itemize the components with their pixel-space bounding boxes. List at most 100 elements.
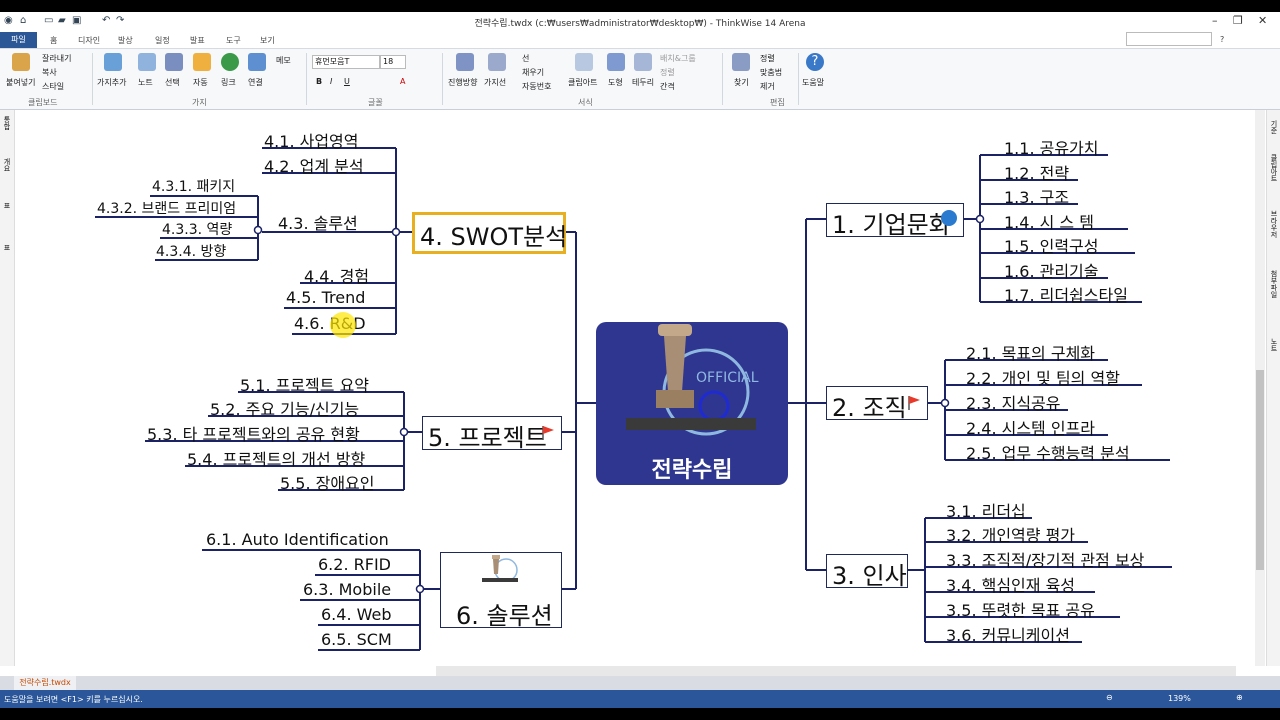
b4-item-1[interactable]: 4.1. 사업영역 bbox=[264, 132, 359, 151]
help-icon[interactable]: ? bbox=[1220, 35, 1225, 44]
document-tab[interactable]: 전략수립.twdx bbox=[14, 676, 76, 690]
b4-item-3[interactable]: 4.3. 솔루션 bbox=[278, 214, 358, 233]
panel-tab-note[interactable]: 노트 bbox=[1270, 338, 1278, 352]
b3-item-4[interactable]: 3.4. 핵심인재 육성 bbox=[946, 576, 1076, 595]
panel-tab-outline[interactable]: 개요 bbox=[3, 158, 11, 172]
b1-item-2[interactable]: 1.2. 전략 bbox=[1004, 164, 1070, 183]
tab-ideation[interactable]: 발상 bbox=[118, 36, 133, 45]
b6-item-2[interactable]: 6.2. RFID bbox=[318, 555, 391, 574]
b1-item-6[interactable]: 1.6. 관리기술 bbox=[1004, 262, 1099, 281]
select-button[interactable]: 선택 bbox=[165, 78, 180, 87]
font-size-select[interactable]: 18 bbox=[380, 55, 406, 69]
branch-3-box[interactable] bbox=[826, 554, 908, 588]
align-button[interactable]: 정렬 bbox=[660, 68, 675, 77]
b6-item-5[interactable]: 6.5. SCM bbox=[321, 630, 392, 649]
b1-item-3[interactable]: 1.3. 구조 bbox=[1004, 188, 1070, 207]
cut-button[interactable]: 잘라내기 bbox=[42, 54, 72, 63]
find-button[interactable]: 찾기 bbox=[734, 78, 749, 87]
branch-4-box[interactable] bbox=[412, 212, 566, 254]
tab-home[interactable]: 홈 bbox=[50, 36, 58, 45]
b1-item-1[interactable]: 1.1. 공유가치 bbox=[1004, 139, 1099, 158]
new-file-icon[interactable]: ▭ bbox=[44, 15, 54, 26]
spellcheck-button[interactable]: 맞춤법 bbox=[760, 68, 783, 77]
panel-tab-clipart[interactable]: 클립아트 bbox=[1270, 154, 1278, 182]
add-branch-button[interactable]: 가지추가 bbox=[97, 78, 127, 87]
panel-tab-table-2[interactable]: 표 bbox=[3, 244, 11, 251]
close-button[interactable]: ✕ bbox=[1258, 14, 1268, 27]
b1-item-7[interactable]: 1.7. 리더쉽스타일 bbox=[1004, 286, 1128, 305]
horizontal-scrollbar[interactable] bbox=[436, 666, 1236, 676]
sort-button[interactable]: 정렬 bbox=[760, 54, 775, 63]
b3-item-3[interactable]: 3.3. 조직적/장기적 관점 보상 bbox=[946, 551, 1145, 570]
home-icon[interactable]: ⌂ bbox=[20, 15, 27, 26]
branch-6-box[interactable] bbox=[440, 552, 562, 628]
redo-icon[interactable]: ↷ bbox=[116, 15, 125, 26]
b3-item-5[interactable]: 3.5. 뚜렷한 목표 공유 bbox=[946, 601, 1095, 620]
link-button[interactable]: 링크 bbox=[221, 78, 236, 87]
panel-tab-integrated[interactable]: 통합 bbox=[3, 116, 11, 130]
underline-button[interactable]: U bbox=[344, 77, 350, 86]
panel-tab-browser[interactable]: 브라우저 bbox=[1270, 210, 1278, 238]
b6-item-3[interactable]: 6.3. Mobile bbox=[303, 580, 392, 599]
tab-view[interactable]: 보기 bbox=[260, 36, 275, 45]
branch-line-button[interactable]: 가지선 bbox=[484, 78, 507, 87]
panel-tab-table[interactable]: 표 bbox=[3, 202, 11, 209]
auto-number-button[interactable]: 자동번호 bbox=[522, 82, 552, 91]
bold-button[interactable]: B bbox=[316, 77, 323, 86]
clipart-button[interactable]: 클립아트 bbox=[568, 78, 598, 87]
b6-item-1[interactable]: 6.1. Auto Identification bbox=[206, 530, 389, 549]
open-folder-icon[interactable]: ▰ bbox=[58, 15, 66, 26]
b3-item-1[interactable]: 3.1. 리더십 bbox=[946, 502, 1026, 521]
b2-item-5[interactable]: 2.5. 업무 수행능력 분석 bbox=[966, 444, 1130, 463]
memo-button[interactable]: 메모 bbox=[276, 56, 291, 65]
italic-button[interactable]: I bbox=[330, 77, 333, 86]
b4-3-sub-2[interactable]: 4.3.2. 브랜드 프리미엄 bbox=[97, 201, 237, 217]
b3-item-6[interactable]: 3.6. 커뮤니케이션 bbox=[946, 626, 1070, 645]
arrange-group-button[interactable]: 배치&그룹 bbox=[660, 54, 696, 63]
connect-button[interactable]: 연결 bbox=[248, 78, 263, 87]
b2-item-4[interactable]: 2.4. 시스템 인프라 bbox=[966, 419, 1096, 438]
b5-item-1[interactable]: 5.1. 프로젝트 요약 bbox=[240, 376, 370, 395]
b5-item-3[interactable]: 5.3. 타 프로젝트와의 공유 현황 bbox=[147, 425, 360, 444]
tab-presentation[interactable]: 발표 bbox=[190, 36, 205, 45]
b4-3-sub-1[interactable]: 4.3.1. 패키지 bbox=[152, 179, 236, 195]
b6-item-4[interactable]: 6.4. Web bbox=[321, 605, 392, 624]
remove-button[interactable]: 제거 bbox=[760, 82, 775, 91]
zoom-in-icon[interactable]: ⊕ bbox=[1236, 693, 1243, 702]
border-button[interactable]: 테두리 bbox=[632, 78, 655, 87]
paste-button[interactable]: 붙여넣기 bbox=[6, 78, 36, 87]
direction-button[interactable]: 진행방향 bbox=[448, 78, 478, 87]
b2-item-3[interactable]: 2.3. 지식공유 bbox=[966, 394, 1061, 413]
font-name-select[interactable]: 휴먼모음T bbox=[312, 55, 380, 69]
note-button[interactable]: 노트 bbox=[138, 78, 153, 87]
vertical-scroll-thumb[interactable] bbox=[1256, 370, 1264, 570]
b5-item-4[interactable]: 5.4. 프로젝트의 개선 방향 bbox=[187, 450, 366, 469]
tab-tools[interactable]: 도구 bbox=[226, 36, 241, 45]
style-button[interactable]: 스타일 bbox=[42, 82, 65, 91]
zoom-out-icon[interactable]: ⊖ bbox=[1106, 693, 1113, 702]
restore-button[interactable]: ❐ bbox=[1233, 14, 1243, 27]
branch-5-box[interactable] bbox=[422, 416, 562, 450]
tab-design[interactable]: 디자인 bbox=[78, 36, 101, 45]
b5-item-5[interactable]: 5.5. 장애요인 bbox=[280, 474, 375, 493]
tab-schedule[interactable]: 일정 bbox=[155, 36, 170, 45]
panel-tab-criteria[interactable]: 기준 bbox=[1270, 120, 1278, 134]
search-box[interactable] bbox=[1126, 32, 1212, 46]
b4-3-sub-4[interactable]: 4.3.4. 방향 bbox=[156, 244, 227, 260]
panel-tab-attachment[interactable]: 첨부파일 bbox=[1270, 270, 1278, 298]
b5-item-2[interactable]: 5.2. 주요 기능/신기능 bbox=[210, 400, 360, 419]
copy-button[interactable]: 복사 bbox=[42, 68, 57, 77]
b4-item-4[interactable]: 4.4. 경험 bbox=[304, 267, 370, 286]
b2-item-2[interactable]: 2.2. 개인 및 팀의 역할 bbox=[966, 369, 1120, 388]
font-color-button[interactable]: A bbox=[400, 77, 406, 86]
b1-item-4[interactable]: 1.4. 시 스 템 bbox=[1004, 213, 1094, 232]
fill-button[interactable]: 채우기 bbox=[522, 68, 545, 77]
auto-button[interactable]: 자동 bbox=[193, 78, 208, 87]
b3-item-2[interactable]: 3.2. 개인역량 평가 bbox=[946, 526, 1076, 545]
shape-button[interactable]: 도형 bbox=[608, 78, 623, 87]
b4-item-5[interactable]: 4.5. Trend bbox=[286, 288, 366, 307]
minimize-button[interactable]: – bbox=[1212, 14, 1218, 27]
b4-item-2[interactable]: 4.2. 업계 분석 bbox=[264, 157, 364, 176]
undo-icon[interactable]: ↶ bbox=[102, 15, 111, 26]
help-button[interactable]: 도움말 bbox=[802, 78, 825, 87]
